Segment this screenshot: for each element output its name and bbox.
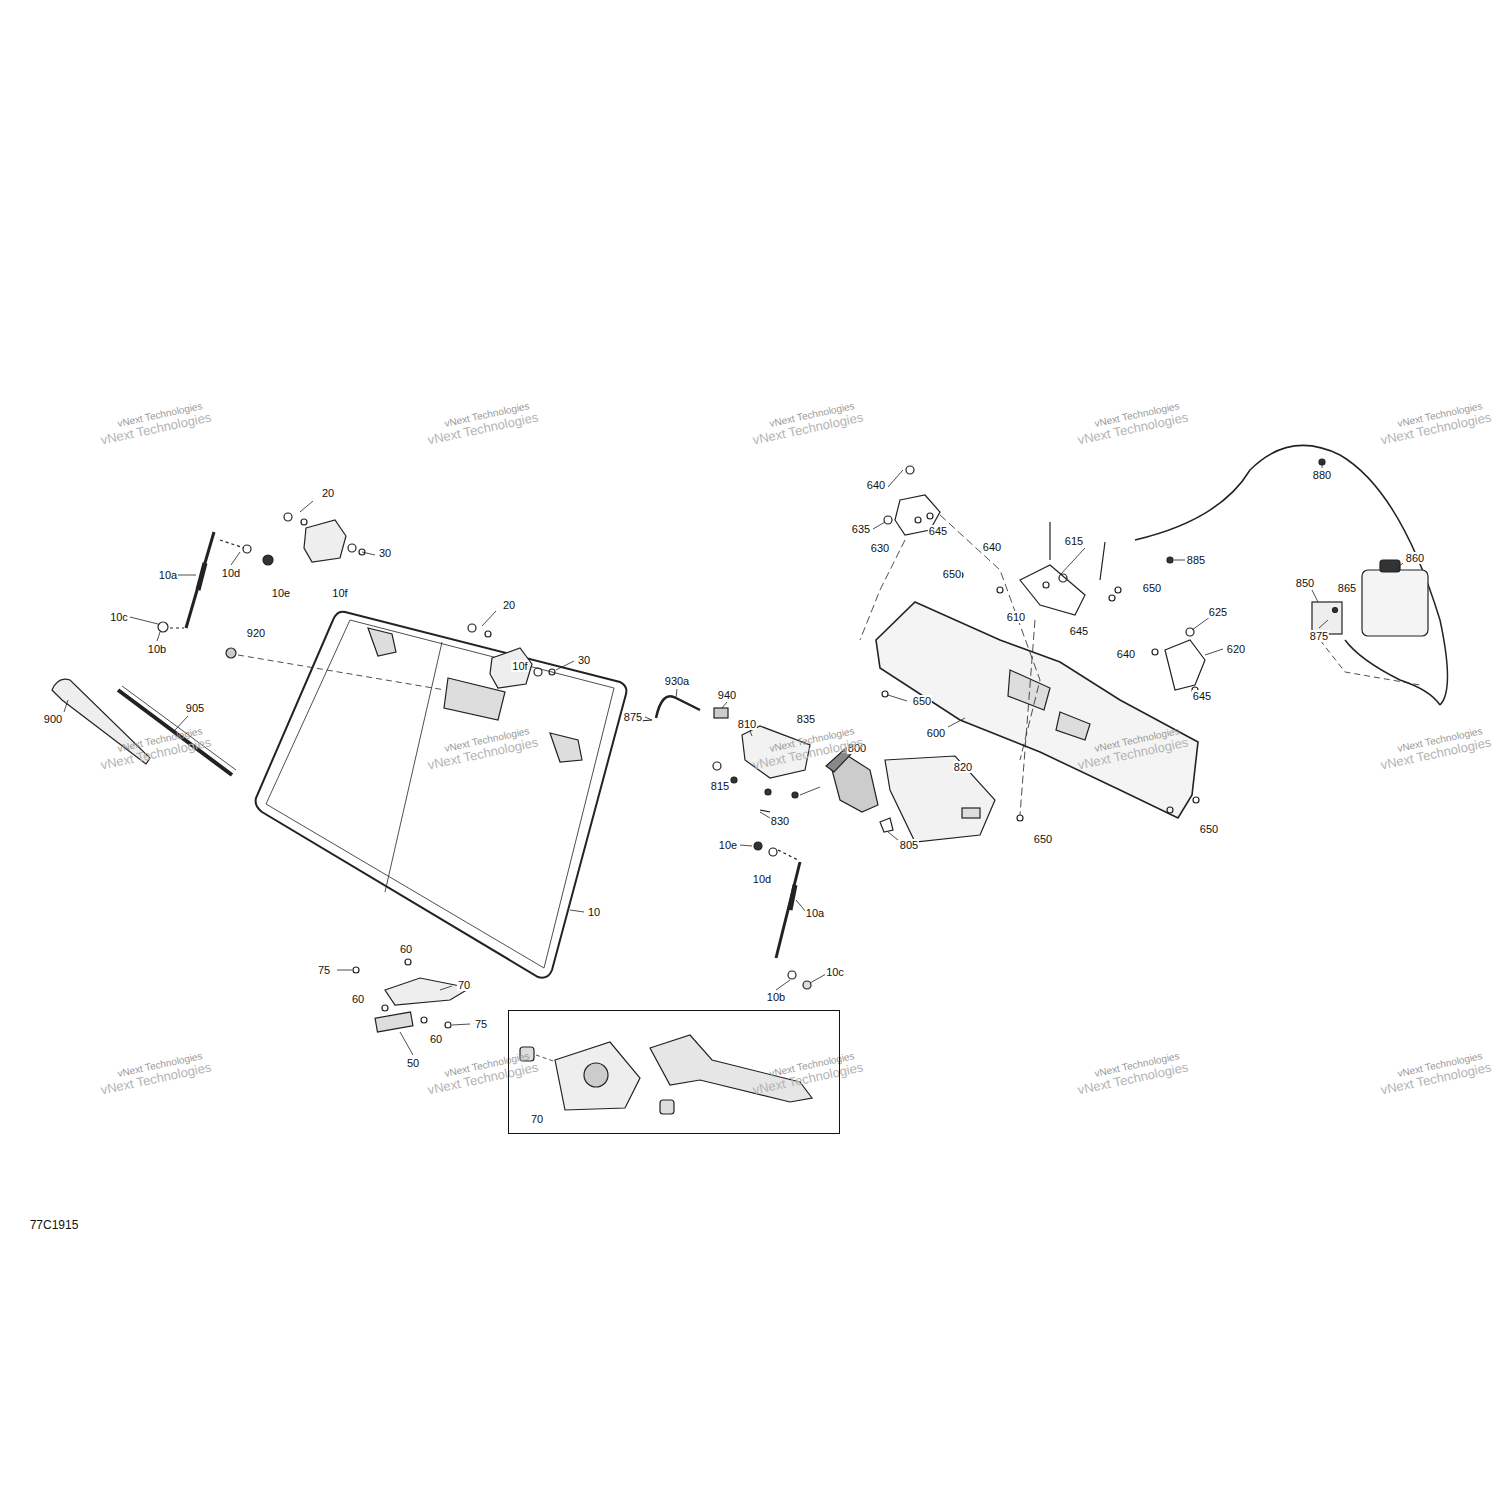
callout-number: 650: [1033, 833, 1053, 845]
callout-number: 640: [866, 479, 886, 491]
callout-number: 60: [429, 1033, 443, 1045]
callout-number: 600: [926, 727, 946, 739]
callout-number: 645: [1069, 625, 1089, 637]
callout-number: 940: [717, 689, 737, 701]
callout-number: 10c: [825, 966, 845, 978]
callout-number: 10b: [147, 643, 167, 655]
callout-number: 60: [399, 943, 413, 955]
callout-number: 75: [317, 964, 331, 976]
callout-number: 875: [1309, 630, 1329, 642]
callout-number: 75: [474, 1018, 488, 1030]
callout-number: 900: [43, 713, 63, 725]
callout-number: 880: [1312, 469, 1332, 481]
callout-number: 615: [1064, 535, 1084, 547]
callout-number: 20: [321, 487, 335, 499]
diagram-code: 77C1915: [29, 1219, 80, 1231]
callout-number: 650: [912, 695, 932, 707]
callout-number: 10f: [511, 660, 528, 672]
callout-number: 630: [870, 542, 890, 554]
callout-number: 860: [1405, 552, 1425, 564]
callout-number: 645: [1192, 690, 1212, 702]
callout-number: 610: [1006, 611, 1026, 623]
callout-number: 10e: [271, 587, 291, 599]
callout-number: 930a: [664, 675, 690, 687]
callout-number: 10c: [109, 611, 129, 623]
inset-label: 70: [531, 1113, 543, 1125]
callout-number: 10f: [331, 587, 348, 599]
callout-number: 10d: [752, 873, 772, 885]
callout-number: 10b: [766, 991, 786, 1003]
callout-number: 10a: [158, 569, 178, 581]
callout-number: 805: [899, 839, 919, 851]
callout-number: 620: [1226, 643, 1246, 655]
callout-number: 20: [502, 599, 516, 611]
callout-number: 820: [953, 761, 973, 773]
callout-number: 30: [577, 654, 591, 666]
callout-number: 650: [1199, 823, 1219, 835]
inset-box: 70: [508, 1010, 840, 1134]
callout-number: 50: [406, 1057, 420, 1069]
callout-number: 640: [1116, 648, 1136, 660]
callout-number: 640: [982, 541, 1002, 553]
callout-number: 835: [796, 713, 816, 725]
callout-number: 645: [928, 525, 948, 537]
callout-number: 920: [246, 627, 266, 639]
callout-number: 10e: [718, 839, 738, 851]
callout-number: 865: [1337, 582, 1357, 594]
callout-number: 60: [351, 993, 365, 1005]
callout-number: 885: [1186, 554, 1206, 566]
callout-number: 850: [1295, 577, 1315, 589]
callout-number: 875: [623, 711, 643, 723]
callout-number: 905: [185, 702, 205, 714]
callout-number: 10a: [805, 907, 825, 919]
callout-number: 635: [851, 523, 871, 535]
callout-number: 30: [378, 547, 392, 559]
callout-number: 650: [942, 568, 962, 580]
callout-number: 650: [1142, 582, 1162, 594]
callout-number: 815: [710, 780, 730, 792]
callout-number: 830: [770, 815, 790, 827]
callout-number: 10: [587, 906, 601, 918]
callout-number: 10d: [221, 567, 241, 579]
callout-number: 625: [1208, 606, 1228, 618]
callout-number: 810: [737, 718, 757, 730]
callout-number: 70: [457, 979, 471, 991]
